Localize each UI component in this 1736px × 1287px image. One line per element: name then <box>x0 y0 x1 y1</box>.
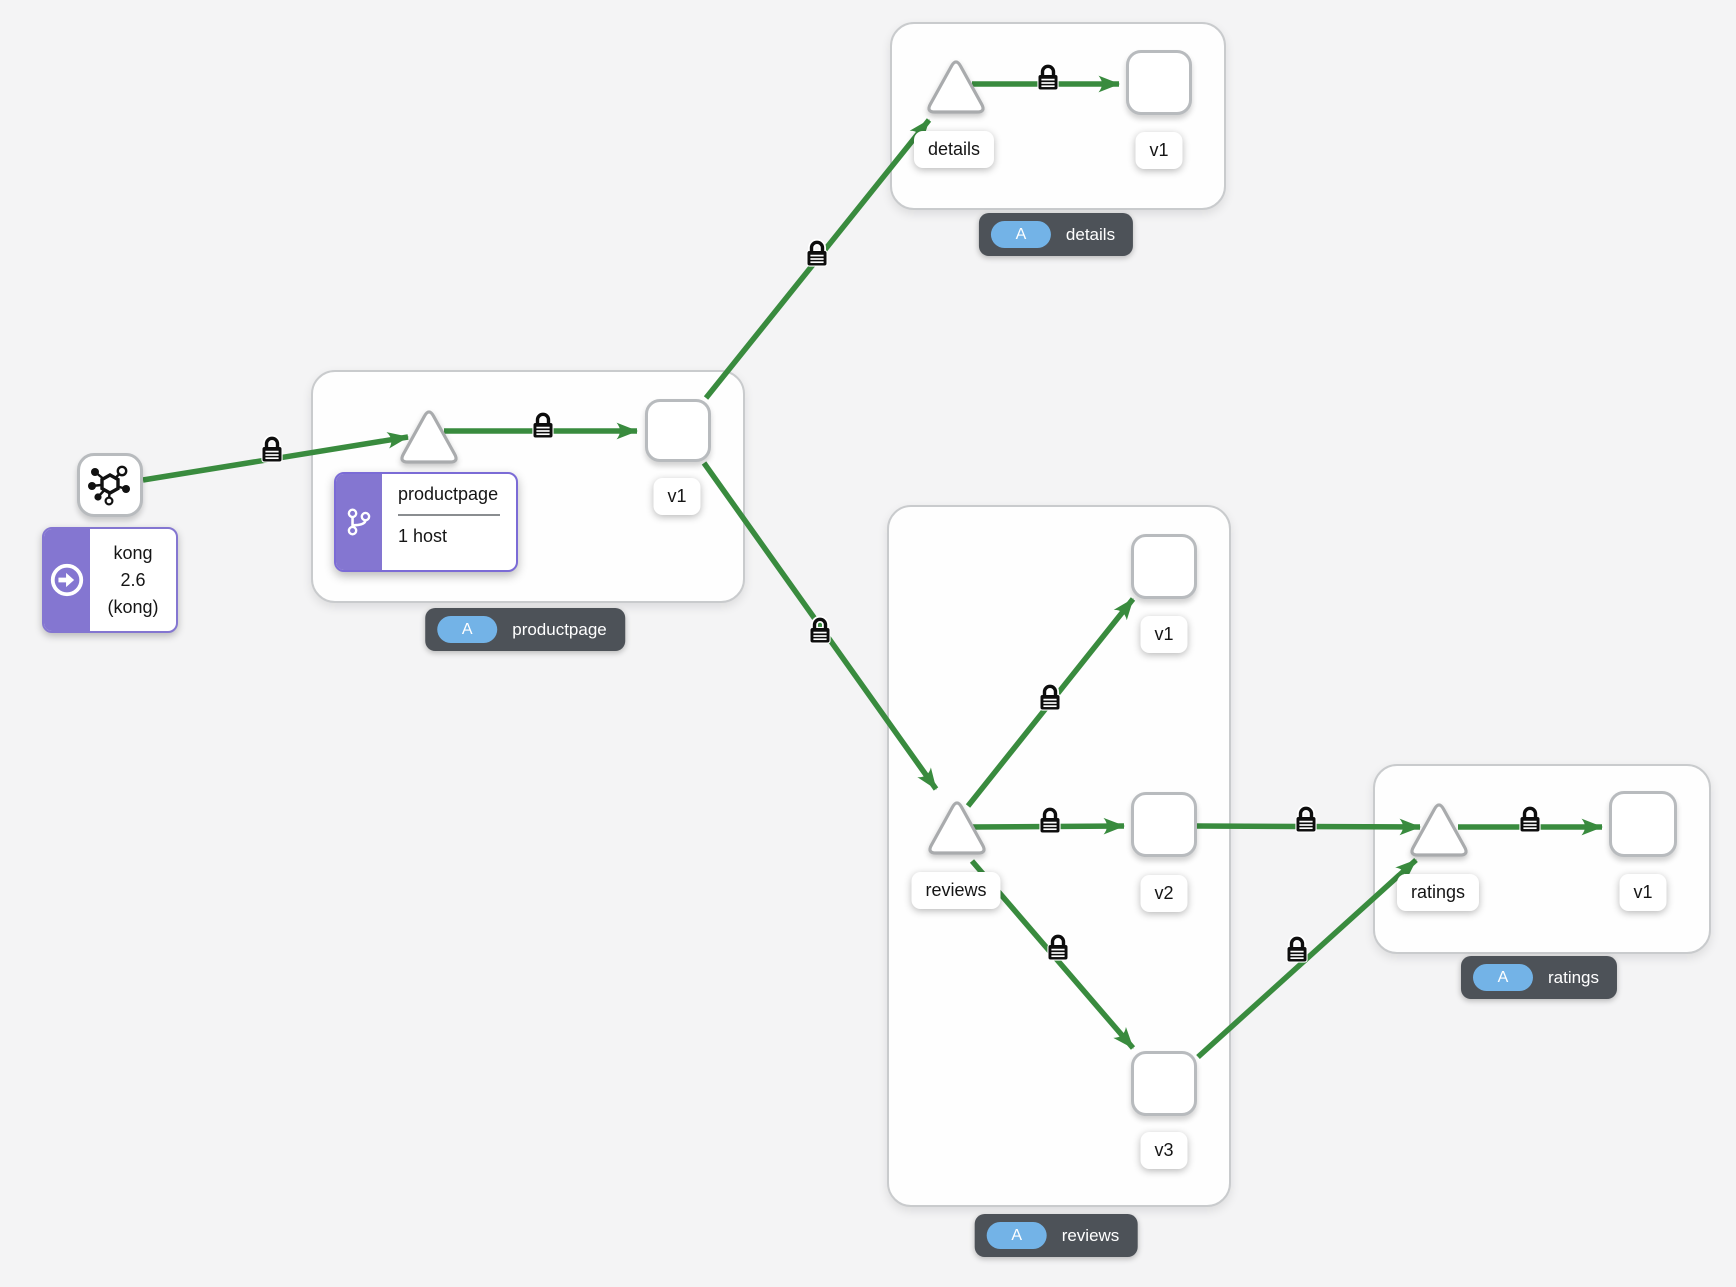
workload-label-text: v1 <box>1154 624 1174 644</box>
service-label[interactable]: details <box>913 131 995 168</box>
app-pill: A <box>437 616 498 643</box>
virtual-service-strip <box>336 474 382 570</box>
mtls-lock-icon <box>1047 936 1068 960</box>
mtls-lock-icon <box>261 438 282 462</box>
app-badge-ratings[interactable]: A ratings <box>1460 956 1618 999</box>
app-badge-details[interactable]: A details <box>978 213 1134 256</box>
app-pill: A <box>986 1222 1047 1249</box>
gateway-name: kong <box>113 542 153 563</box>
app-badge-reviews[interactable]: A reviews <box>974 1214 1138 1257</box>
mtls-lock-icon <box>1039 809 1060 833</box>
workload-label-text: v1 <box>1149 140 1169 160</box>
gateway-card-kong[interactable]: kong 2.6 (kong) <box>42 527 178 633</box>
mtls-lock-icon <box>1039 686 1060 710</box>
virtual-service-body: productpage 1 host <box>382 474 516 570</box>
gateway-instance: (kong) <box>107 596 159 617</box>
workload-label-text: v2 <box>1154 883 1174 903</box>
mtls-lock-icon <box>1286 938 1307 962</box>
node-kong-gateway[interactable] <box>77 453 143 517</box>
virtual-service-card-productpage[interactable]: productpage 1 host <box>334 472 518 572</box>
workload-label[interactable]: v1 <box>1619 874 1667 911</box>
service-label-text: ratings <box>1410 882 1466 902</box>
workload-label[interactable]: v3 <box>1140 1132 1188 1169</box>
mtls-lock-icon <box>532 414 553 438</box>
workload-label-text: v1 <box>1633 882 1653 902</box>
mtls-lock-icon <box>806 242 827 266</box>
node-service-productpage[interactable] <box>396 404 462 466</box>
service-label[interactable]: ratings <box>1396 874 1480 911</box>
arrow-circle-right-icon <box>50 563 84 597</box>
workload-label[interactable]: v2 <box>1140 875 1188 912</box>
app-badge-label: ratings <box>1547 967 1600 987</box>
node-workload-ratings-v1[interactable] <box>1609 791 1677 857</box>
node-workload-reviews-v2[interactable] <box>1131 792 1197 857</box>
code-branch-icon <box>347 508 371 536</box>
gateway-card-text: kong 2.6 (kong) <box>90 529 176 631</box>
service-label-text: details <box>927 139 981 159</box>
workload-label[interactable]: v1 <box>1140 616 1188 653</box>
virtual-service-title: productpage <box>398 484 499 504</box>
app-badge-label: details <box>1065 224 1116 244</box>
mtls-lock-icon <box>1037 66 1058 90</box>
node-service-details[interactable] <box>923 54 989 116</box>
node-service-ratings[interactable] <box>1406 797 1472 859</box>
service-label-text: reviews <box>925 880 987 900</box>
workload-label[interactable]: v1 <box>1135 132 1183 169</box>
workload-label-text: v3 <box>1154 1140 1174 1160</box>
node-workload-reviews-v1[interactable] <box>1131 534 1197 599</box>
node-service-reviews[interactable] <box>924 795 990 857</box>
workload-label-text: v1 <box>667 486 687 506</box>
edge-productpagev1-reviews[interactable] <box>701 461 939 791</box>
mtls-lock-icon <box>1295 808 1316 832</box>
app-badge-productpage[interactable]: A productpage <box>425 608 625 651</box>
app-pill: A <box>990 221 1051 248</box>
divider <box>398 514 500 516</box>
app-pill: A <box>1472 964 1533 991</box>
workload-label[interactable]: v1 <box>653 478 701 515</box>
gateway-card-strip <box>44 529 90 631</box>
virtual-service-hosts: 1 host <box>398 526 448 546</box>
app-badge-label: reviews <box>1061 1225 1120 1245</box>
node-workload-productpage-v1[interactable] <box>645 399 711 462</box>
mesh-icon <box>88 465 130 506</box>
node-workload-details-v1[interactable] <box>1126 50 1192 115</box>
service-label[interactable]: reviews <box>911 872 1001 909</box>
gateway-version: 2.6 <box>120 569 146 590</box>
mtls-lock-icon <box>1519 808 1540 832</box>
node-workload-reviews-v3[interactable] <box>1131 1051 1197 1116</box>
app-badge-label: productpage <box>512 619 607 639</box>
